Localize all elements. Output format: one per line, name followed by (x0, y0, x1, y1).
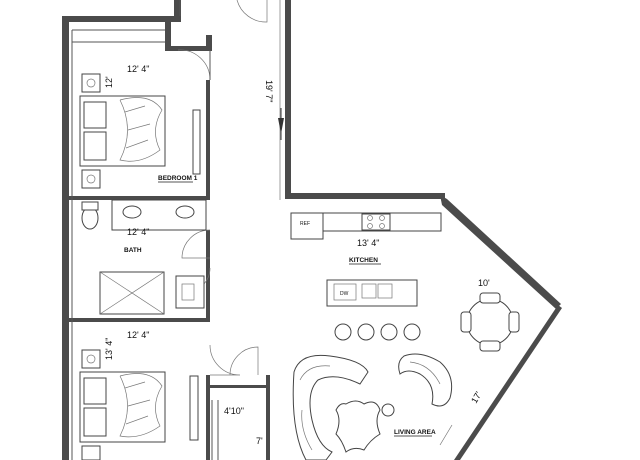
nightstand-2b (81, 445, 101, 460)
pillow-1a (83, 101, 107, 129)
bedroom-2: 12' 4" 13' 4" (79, 330, 199, 460)
chair-top-icon (479, 292, 501, 304)
island-sink-a-icon (361, 283, 377, 299)
lamp-2a-icon (86, 354, 96, 364)
wall-angled-upper (440, 195, 561, 309)
wall-bath-right (206, 230, 210, 322)
nightstand-1b (81, 169, 101, 189)
loveseat (398, 353, 453, 407)
door-entry-swing (236, 0, 268, 23)
burner-1-icon (367, 215, 373, 221)
wall-bedroom2-right (206, 375, 210, 460)
wall-closet-bottom (165, 46, 211, 51)
sectional-sofa (292, 354, 369, 460)
stool-3-icon (380, 323, 398, 341)
closet-2: 4'10" 7' (224, 406, 263, 446)
chair-left-icon (460, 311, 472, 333)
lamp-1b-icon (86, 174, 96, 184)
walls (62, 0, 562, 460)
closet-width-dim: 4'10" (224, 406, 244, 416)
pillow-1b (83, 131, 107, 161)
linen-closet (175, 275, 205, 309)
dishwasher-label: DW (340, 291, 349, 297)
door-bedroom1-swing (177, 49, 211, 81)
lamp-1a-icon (86, 78, 96, 88)
wall-bath-bedroom2 (69, 318, 210, 322)
angled-wall-upper-dim: 10' (478, 278, 490, 288)
wall-hall-right (285, 0, 291, 198)
wall-closet2-right (266, 375, 270, 460)
bath-width-dim: 12' 4" (127, 227, 149, 237)
burner-3-icon (367, 223, 373, 229)
closet-depth-dim: 7' (256, 436, 263, 446)
wall-top-stub (174, 0, 181, 22)
stool-1-icon (334, 323, 352, 341)
pillow-2b (83, 407, 107, 437)
pillow-2a (83, 377, 107, 405)
dining-table-icon (466, 298, 514, 346)
wall-bedroom1-right (206, 80, 210, 200)
wall-closet-notch (165, 22, 171, 50)
living-area: LIVING AREA 17' (292, 353, 484, 460)
island-sink-b-icon (377, 283, 393, 299)
bedroom1-depth-dim: 12' (104, 76, 114, 88)
kitchen: REF 13' 4" KITCHEN DW (290, 212, 442, 341)
rug (335, 400, 381, 453)
range (361, 213, 391, 231)
side-table-icon (381, 403, 395, 417)
wall-closet-right (206, 35, 212, 51)
toilet-tank (81, 201, 99, 211)
nightstand-2a (81, 349, 101, 369)
door-closet2-swing (229, 346, 259, 376)
bedroom1-label: BEDROOM 1 (158, 175, 198, 182)
sink-b-icon (175, 205, 195, 219)
bedroom2-width-dim: 12' 4" (127, 330, 149, 340)
hall-length-dim: 19' 7" (264, 80, 274, 102)
living-area-label: LIVING AREA (394, 429, 436, 436)
blanket-1 (119, 97, 163, 162)
nightstand-1a (81, 73, 101, 93)
door-bedroom2-swing (209, 344, 241, 376)
dresser-1 (192, 109, 201, 175)
kitchen-width-dim: 13' 4" (357, 238, 379, 248)
bath-label: BATH (124, 247, 142, 254)
stool-2-icon (357, 323, 375, 341)
burner-2-icon (379, 215, 385, 221)
angled-wall-lower-dim: 17' (469, 390, 484, 405)
hallway: 19' 7" (264, 80, 284, 140)
fridge (290, 212, 324, 240)
burner-4-icon (379, 223, 385, 229)
wall-kitchen-top (285, 193, 445, 199)
dresser-2 (189, 375, 199, 441)
wall-angled-lower (454, 305, 562, 460)
wall-top-left (62, 16, 180, 22)
kitchen-label: KITCHEN (349, 257, 378, 264)
bedroom-1: 12' 4" 12' BEDROOM 1 (79, 64, 201, 189)
dishwasher (333, 283, 357, 301)
fridge-label: REF (300, 221, 310, 227)
bedroom2-depth-dim: 13' 4" (104, 338, 114, 360)
dining: 10' (460, 278, 520, 352)
bedroom1-width-dim: 12' 4" (127, 64, 149, 74)
door-bath-swing (181, 229, 211, 259)
wall-bedroom1-bath (69, 196, 210, 200)
inner-lines (71, 0, 281, 460)
chair-right-icon (508, 311, 520, 333)
stool-4-icon (403, 323, 421, 341)
wall-closet2-top (206, 385, 270, 388)
bath: 12' 4" BATH (81, 199, 207, 315)
wall-left-exterior (62, 16, 69, 460)
blanket-2 (119, 373, 163, 438)
sink-a-icon (122, 205, 142, 219)
chair-bottom-icon (479, 340, 501, 352)
